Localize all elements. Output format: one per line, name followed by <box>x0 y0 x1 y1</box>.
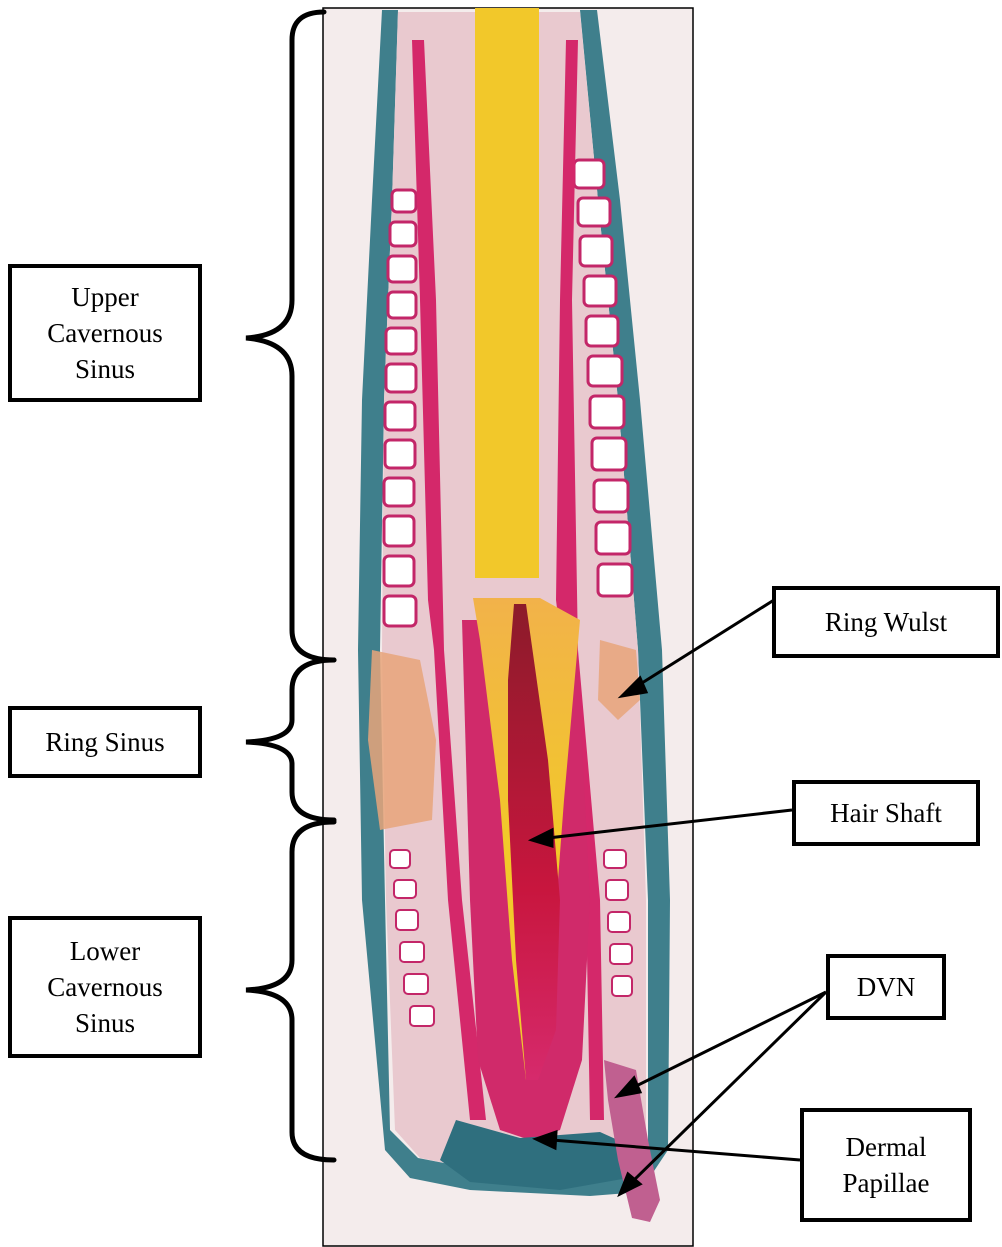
brace-ring-sinus <box>246 660 334 820</box>
label-lower-cavernous-sinus-line1: Lower <box>47 933 162 969</box>
label-ring-sinus: Ring Sinus <box>8 706 202 778</box>
label-dermal-papillae: Dermal Papillae <box>800 1108 972 1222</box>
label-upper-cavernous-sinus-line2: Cavernous <box>47 315 162 351</box>
label-ring-wulst: Ring Wulst <box>772 586 1000 658</box>
brace-lower-cavernous-sinus <box>246 822 334 1160</box>
brace-upper-cavernous-sinus <box>246 12 334 660</box>
label-hair-shaft: Hair Shaft <box>792 780 980 846</box>
label-hair-shaft-text: Hair Shaft <box>830 795 942 831</box>
label-dermal-papillae-line2: Papillae <box>843 1165 930 1201</box>
label-lower-cavernous-sinus: Lower Cavernous Sinus <box>8 916 202 1058</box>
label-upper-cavernous-sinus: Upper Cavernous Sinus <box>8 264 202 402</box>
label-ring-wulst-text: Ring Wulst <box>825 604 947 640</box>
label-upper-cavernous-sinus-line1: Upper <box>47 279 162 315</box>
label-upper-cavernous-sinus-line3: Sinus <box>47 351 162 387</box>
label-dermal-papillae-line1: Dermal <box>843 1129 930 1165</box>
hair-shaft-upper <box>475 8 539 578</box>
label-lower-cavernous-sinus-line2: Cavernous <box>47 969 162 1005</box>
label-lower-cavernous-sinus-line3: Sinus <box>47 1005 162 1041</box>
label-dvn-text: DVN <box>857 969 916 1005</box>
label-ring-sinus-text: Ring Sinus <box>45 724 164 760</box>
label-dvn: DVN <box>826 954 946 1020</box>
